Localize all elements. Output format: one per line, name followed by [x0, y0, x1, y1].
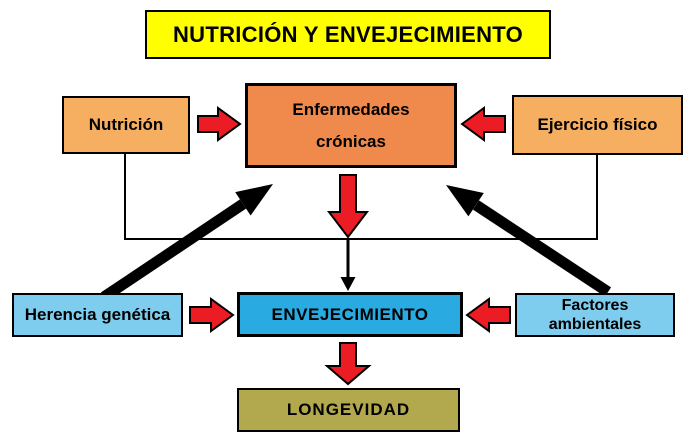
node-herencia-genetica: Herencia genética — [12, 293, 183, 337]
diagram-title: NUTRICIÓN Y ENVEJECIMIENTO — [145, 10, 551, 59]
node-enfermedades-line1: Enfermedades — [292, 99, 410, 119]
node-enfermedades-line2: crónicas — [316, 131, 386, 151]
node-nutricion: Nutrición — [62, 96, 190, 154]
node-longevidad-label: LONGEVIDAD — [286, 400, 411, 420]
red-arrow-down-envejecimiento-icon — [324, 342, 372, 386]
red-arrow-down-enfermedades-icon — [326, 174, 370, 239]
thin-down-arrow-head-icon — [340, 277, 356, 291]
black-diagonal-arrow-right-shaft — [472, 200, 612, 297]
black-diagonal-arrow-left-head-icon — [235, 184, 273, 216]
node-factores-ambientales: Factores ambientales — [515, 293, 675, 337]
node-enfermedades-cronicas: Enfermedades crónicas — [245, 83, 457, 168]
node-envejecimiento: ENVEJECIMIENTO — [237, 292, 463, 337]
node-nutricion-label: Nutrición — [88, 115, 164, 135]
node-envejecimiento-label: ENVEJECIMIENTO — [271, 304, 429, 324]
red-arrow-right-nutricion-icon — [197, 106, 242, 142]
node-ejercicio-fisico: Ejercicio físico — [512, 95, 683, 155]
node-longevidad: LONGEVIDAD — [237, 388, 460, 432]
node-factores-line2: ambientales — [548, 316, 642, 333]
black-diagonal-arrow-right-head-icon — [446, 185, 484, 217]
red-arrow-left-factores-icon — [465, 297, 511, 333]
red-arrow-right-herencia-icon — [189, 297, 235, 333]
black-diagonal-arrow-left-shaft — [100, 199, 247, 302]
node-herencia-label: Herencia genética — [24, 305, 171, 325]
node-factores-line1: Factores — [561, 297, 629, 314]
red-arrow-left-ejercicio-icon — [460, 106, 506, 142]
node-ejercicio-label: Ejercicio físico — [537, 115, 658, 135]
